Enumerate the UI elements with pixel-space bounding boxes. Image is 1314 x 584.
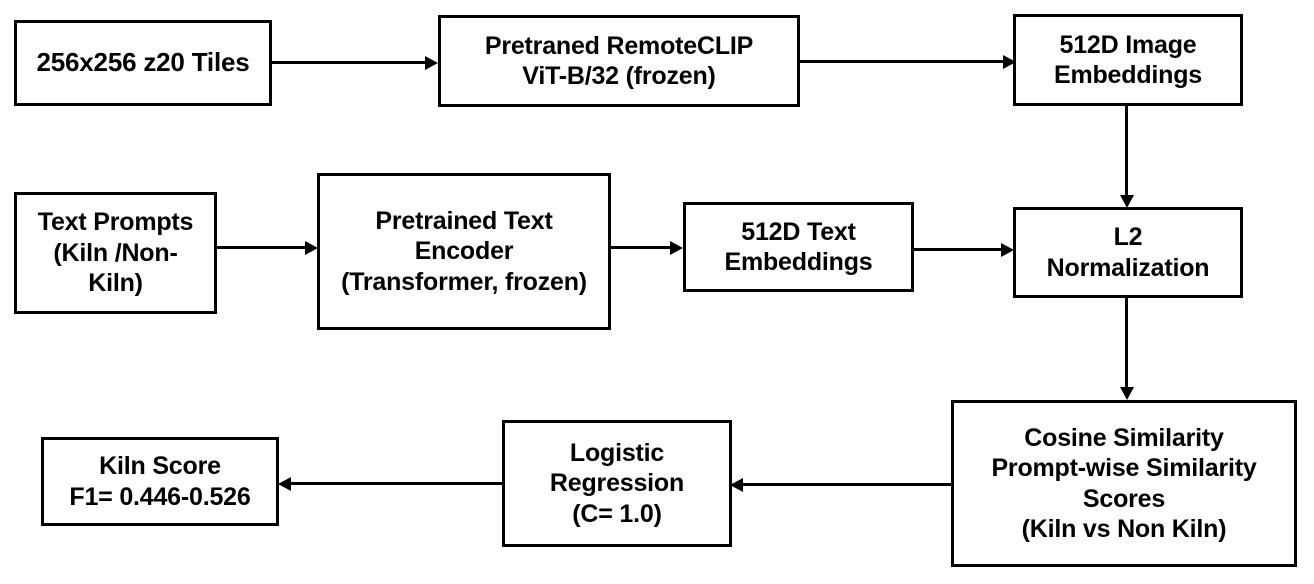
node-text-embeddings-line-1: 512D Text bbox=[741, 217, 856, 246]
edge-l2-to-cosine-arrowhead bbox=[1119, 387, 1134, 400]
node-image-encoder-line-2: ViT-B/32 (frozen) bbox=[522, 62, 716, 90]
node-l2-normalization: L2 Normalization bbox=[1013, 207, 1243, 298]
node-image-embeddings-line-1: 512D Image bbox=[1059, 30, 1197, 59]
node-kiln-score-line-1: Kiln Score bbox=[99, 452, 221, 480]
node-image-embeddings-line-2: Embeddings bbox=[1053, 61, 1202, 89]
edge-text-prompts-to-text-encoder-line bbox=[217, 246, 310, 249]
edge-cosine-to-logistic-line bbox=[740, 483, 952, 486]
node-text-embeddings: 512D Text Embeddings bbox=[683, 202, 914, 292]
node-l2-normalization-line-1: L2 bbox=[1113, 223, 1143, 251]
node-image-embeddings: 512D Image Embeddings bbox=[1013, 14, 1243, 106]
node-image-encoder: Pretraned RemoteCLIP ViT-B/32 (frozen) bbox=[438, 15, 800, 107]
edge-logistic-to-kiln-score-arrowhead bbox=[278, 476, 291, 491]
node-tiles-line-1: 256x256 z20 Tiles bbox=[36, 47, 250, 78]
node-text-prompts-line-3: Kiln) bbox=[88, 269, 143, 298]
node-cosine-similarity-line-1: Cosine Similarity bbox=[1024, 423, 1224, 452]
node-text-embeddings-line-2: Embeddings bbox=[724, 248, 873, 276]
edge-text-encoder-to-text-embeddings-line bbox=[611, 246, 675, 249]
edge-tiles-to-image-encoder-line bbox=[272, 61, 427, 64]
node-text-prompts-line-1: Text Prompts bbox=[37, 208, 194, 237]
edge-image-encoder-to-image-embeddings-arrowhead bbox=[1003, 54, 1016, 69]
node-kiln-score-line-2: F1= 0.446-0.526 bbox=[69, 482, 251, 511]
edge-text-embeddings-to-l2-arrowhead bbox=[1001, 242, 1014, 257]
node-text-encoder-line-2: Encoder bbox=[414, 237, 514, 266]
edge-text-embeddings-to-l2-line bbox=[914, 248, 1006, 251]
edge-logistic-to-kiln-score-line bbox=[290, 482, 505, 485]
node-cosine-similarity-line-2: Prompt-wise Similarity bbox=[991, 454, 1257, 482]
node-logistic-regression-line-1: Logistic bbox=[569, 438, 665, 467]
edge-l2-to-cosine-line bbox=[1125, 298, 1128, 390]
node-text-prompts: Text Prompts (Kiln /Non- Kiln) bbox=[14, 192, 217, 314]
node-text-encoder-line-3: (Transformer, frozen) bbox=[341, 267, 587, 296]
edge-tiles-to-image-encoder-arrowhead bbox=[425, 55, 438, 70]
node-kiln-score: Kiln Score F1= 0.446-0.526 bbox=[41, 437, 279, 526]
edge-image-encoder-to-image-embeddings-line bbox=[800, 60, 1008, 63]
edge-image-embeddings-to-l2-line bbox=[1125, 106, 1128, 198]
node-text-encoder: Pretrained Text Encoder (Transformer, fr… bbox=[317, 173, 611, 330]
node-logistic-regression: Logistic Regression (C= 1.0) bbox=[502, 420, 732, 547]
node-cosine-similarity-line-3: Scores bbox=[1082, 484, 1166, 513]
edge-image-embeddings-to-l2-arrowhead bbox=[1119, 195, 1134, 208]
node-l2-normalization-line-2: Normalization bbox=[1046, 253, 1210, 282]
node-logistic-regression-line-3: (C= 1.0) bbox=[572, 499, 662, 528]
node-logistic-regression-line-2: Regression bbox=[549, 469, 685, 498]
node-tiles: 256x256 z20 Tiles bbox=[14, 20, 272, 106]
node-text-prompts-line-2: (Kiln /Non- bbox=[53, 238, 178, 267]
node-cosine-similarity: Cosine Similarity Prompt-wise Similarity… bbox=[951, 400, 1297, 567]
node-image-encoder-line-1: Pretraned RemoteCLIP bbox=[484, 31, 754, 60]
node-text-encoder-line-1: Pretrained Text bbox=[375, 206, 553, 235]
edge-text-encoder-to-text-embeddings-arrowhead bbox=[670, 240, 683, 255]
edge-text-prompts-to-text-encoder-arrowhead bbox=[305, 240, 318, 255]
node-cosine-similarity-line-4: (Kiln vs Non Kiln) bbox=[1021, 515, 1227, 543]
edge-cosine-to-logistic-arrowhead bbox=[730, 477, 743, 492]
